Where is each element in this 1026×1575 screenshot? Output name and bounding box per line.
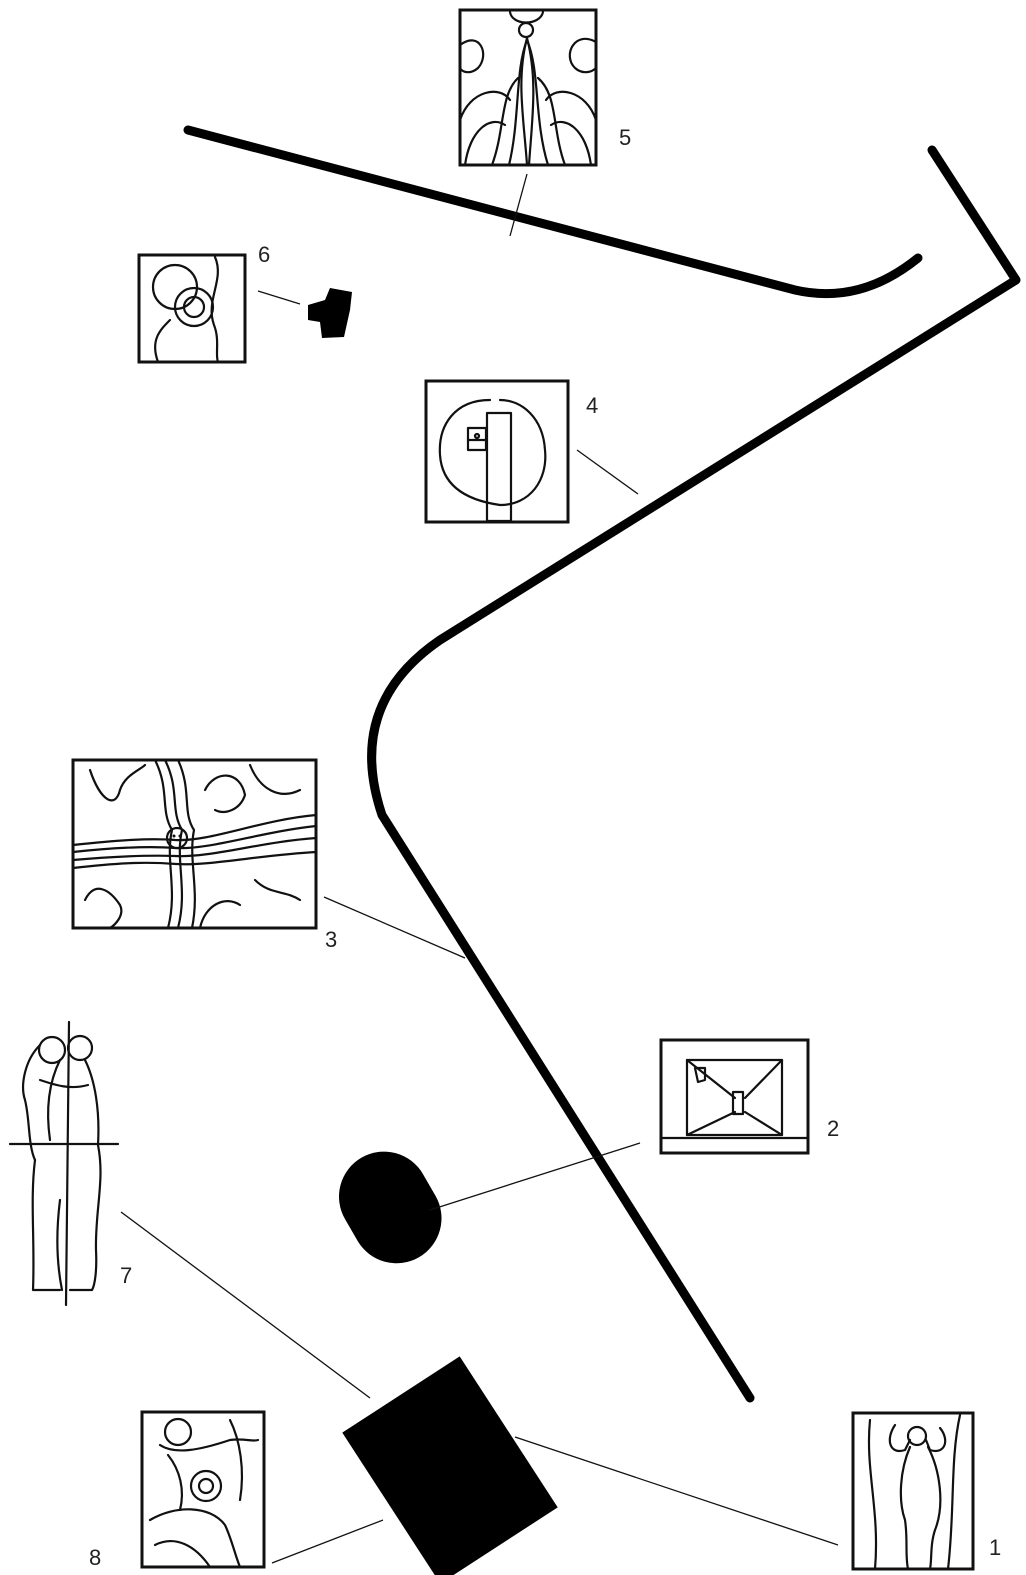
block-pedestal-1-7-8 xyxy=(342,1356,557,1575)
label-5: 5 xyxy=(619,125,631,150)
label-4: 4 xyxy=(586,393,598,418)
label-7: 7 xyxy=(120,1263,132,1288)
leader-6 xyxy=(258,291,300,304)
leader-4 xyxy=(577,450,638,494)
label-8: 8 xyxy=(89,1545,101,1570)
label-2: 2 xyxy=(827,1116,839,1141)
leader-7 xyxy=(121,1212,370,1398)
artwork-6 xyxy=(139,255,245,362)
sculpture-block-6 xyxy=(308,288,352,338)
artwork-2 xyxy=(661,1040,808,1153)
artwork-4 xyxy=(426,381,568,522)
leader-5 xyxy=(510,174,527,236)
artwork-8 xyxy=(142,1412,264,1567)
main-wall xyxy=(372,150,1016,1398)
artwork-1 xyxy=(853,1413,973,1569)
label-1: 1 xyxy=(989,1535,1001,1560)
leader-1 xyxy=(515,1437,838,1545)
artwork-5 xyxy=(460,10,596,165)
label-6: 6 xyxy=(258,242,270,267)
label-3: 3 xyxy=(325,927,337,952)
artwork-7 xyxy=(10,1022,118,1305)
artwork-3 xyxy=(73,760,316,928)
leader-8 xyxy=(272,1520,383,1563)
